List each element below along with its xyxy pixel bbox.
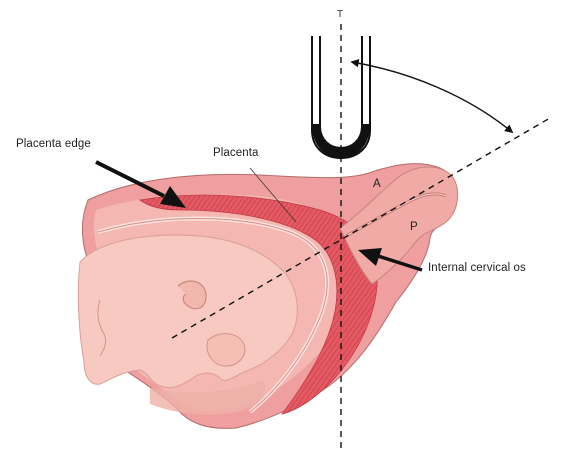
placenta-label: Placenta xyxy=(213,147,259,159)
internal-cervical-os-label: Internal cervical os xyxy=(428,262,526,274)
posterior-lip-label: P xyxy=(410,221,418,233)
placenta-edge-label: Placenta edge xyxy=(16,138,91,150)
angle-arc xyxy=(352,62,512,132)
transducer-label: T xyxy=(337,9,343,20)
anterior-lip-label: A xyxy=(373,178,381,190)
